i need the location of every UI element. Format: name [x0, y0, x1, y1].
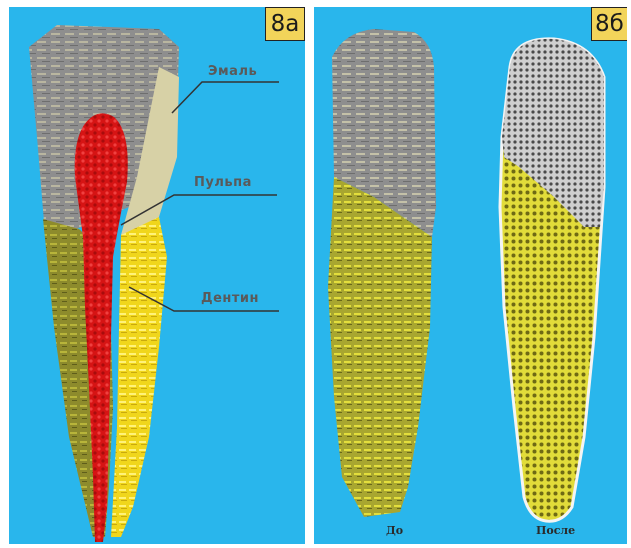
caption-after: После — [536, 524, 575, 537]
tooth-model-comparison — [314, 7, 627, 544]
label-enamel: Эмаль — [208, 64, 257, 79]
enamel-leader-line — [172, 82, 279, 113]
dentin-region — [111, 217, 167, 537]
label-pulp: Пульпа — [194, 175, 252, 190]
tooth-model-sectioned — [9, 7, 305, 544]
figure-label-8b: 8б — [591, 7, 627, 41]
panel-8a: 8а Эмаль Пульпа Дентин — [9, 7, 305, 544]
figure-label-8a: 8а — [265, 7, 305, 41]
caption-before: До — [386, 524, 403, 537]
label-dentin: Дентин — [201, 291, 259, 306]
panel-8b: 8б До После — [314, 7, 627, 544]
tooth-before-dentin — [328, 177, 432, 517]
